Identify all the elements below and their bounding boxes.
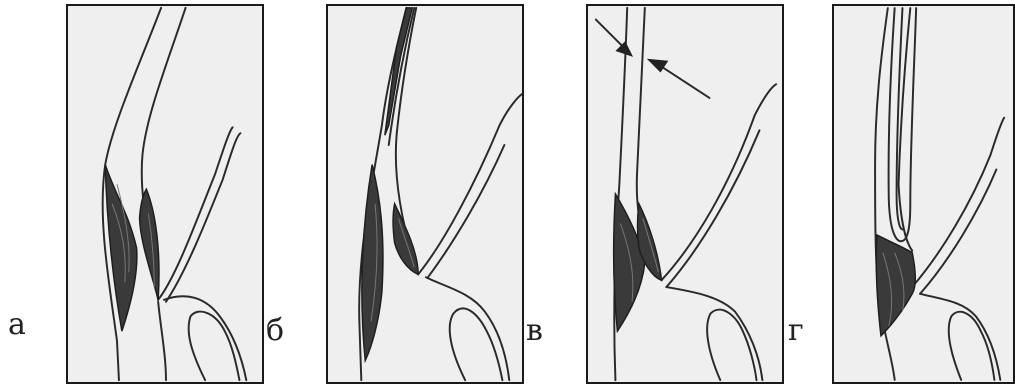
panel-label-a: а xyxy=(8,310,26,340)
panel-b xyxy=(326,4,524,384)
thrombus-left xyxy=(105,165,137,332)
arrow-shaft-right xyxy=(659,65,710,98)
thrombus-left xyxy=(362,165,383,361)
bifurcation-upper xyxy=(164,296,246,380)
panel-a-drawing xyxy=(68,6,262,382)
branch-wall-inner xyxy=(428,145,504,277)
branch-wall-outer xyxy=(661,84,776,280)
panel-g xyxy=(832,4,1015,384)
panel-label-b: б xyxy=(266,316,284,346)
branch-wall-outer xyxy=(418,94,522,274)
panel-g-drawing xyxy=(834,6,1013,382)
branch-wall-outer xyxy=(912,118,1004,287)
arrow-shaft-left xyxy=(596,20,625,49)
thrombus-right xyxy=(140,189,159,300)
stent-outer xyxy=(889,8,917,241)
panel-label-g: г xyxy=(788,316,804,346)
thrombus xyxy=(876,235,915,336)
bifurcation-upper xyxy=(426,277,509,380)
branch-wall-inner xyxy=(920,170,996,294)
bifurcation-lower xyxy=(450,308,503,380)
panel-v xyxy=(586,4,784,384)
arrow-head-left xyxy=(615,41,633,57)
bifurcation-lower xyxy=(189,312,240,381)
bifurcation-upper xyxy=(920,294,1000,380)
panel-v-drawing xyxy=(588,6,782,382)
bifurcation-lower xyxy=(949,312,995,380)
bifurcation-lower xyxy=(707,310,756,381)
branch-wall-inner xyxy=(166,133,240,302)
panel-label-v: в xyxy=(526,316,543,346)
panel-b-drawing xyxy=(328,6,522,382)
branch-left-lower xyxy=(158,302,166,380)
arrow-head-right xyxy=(647,59,669,73)
branch-wall-outer xyxy=(158,127,232,299)
panel-a xyxy=(66,4,264,384)
